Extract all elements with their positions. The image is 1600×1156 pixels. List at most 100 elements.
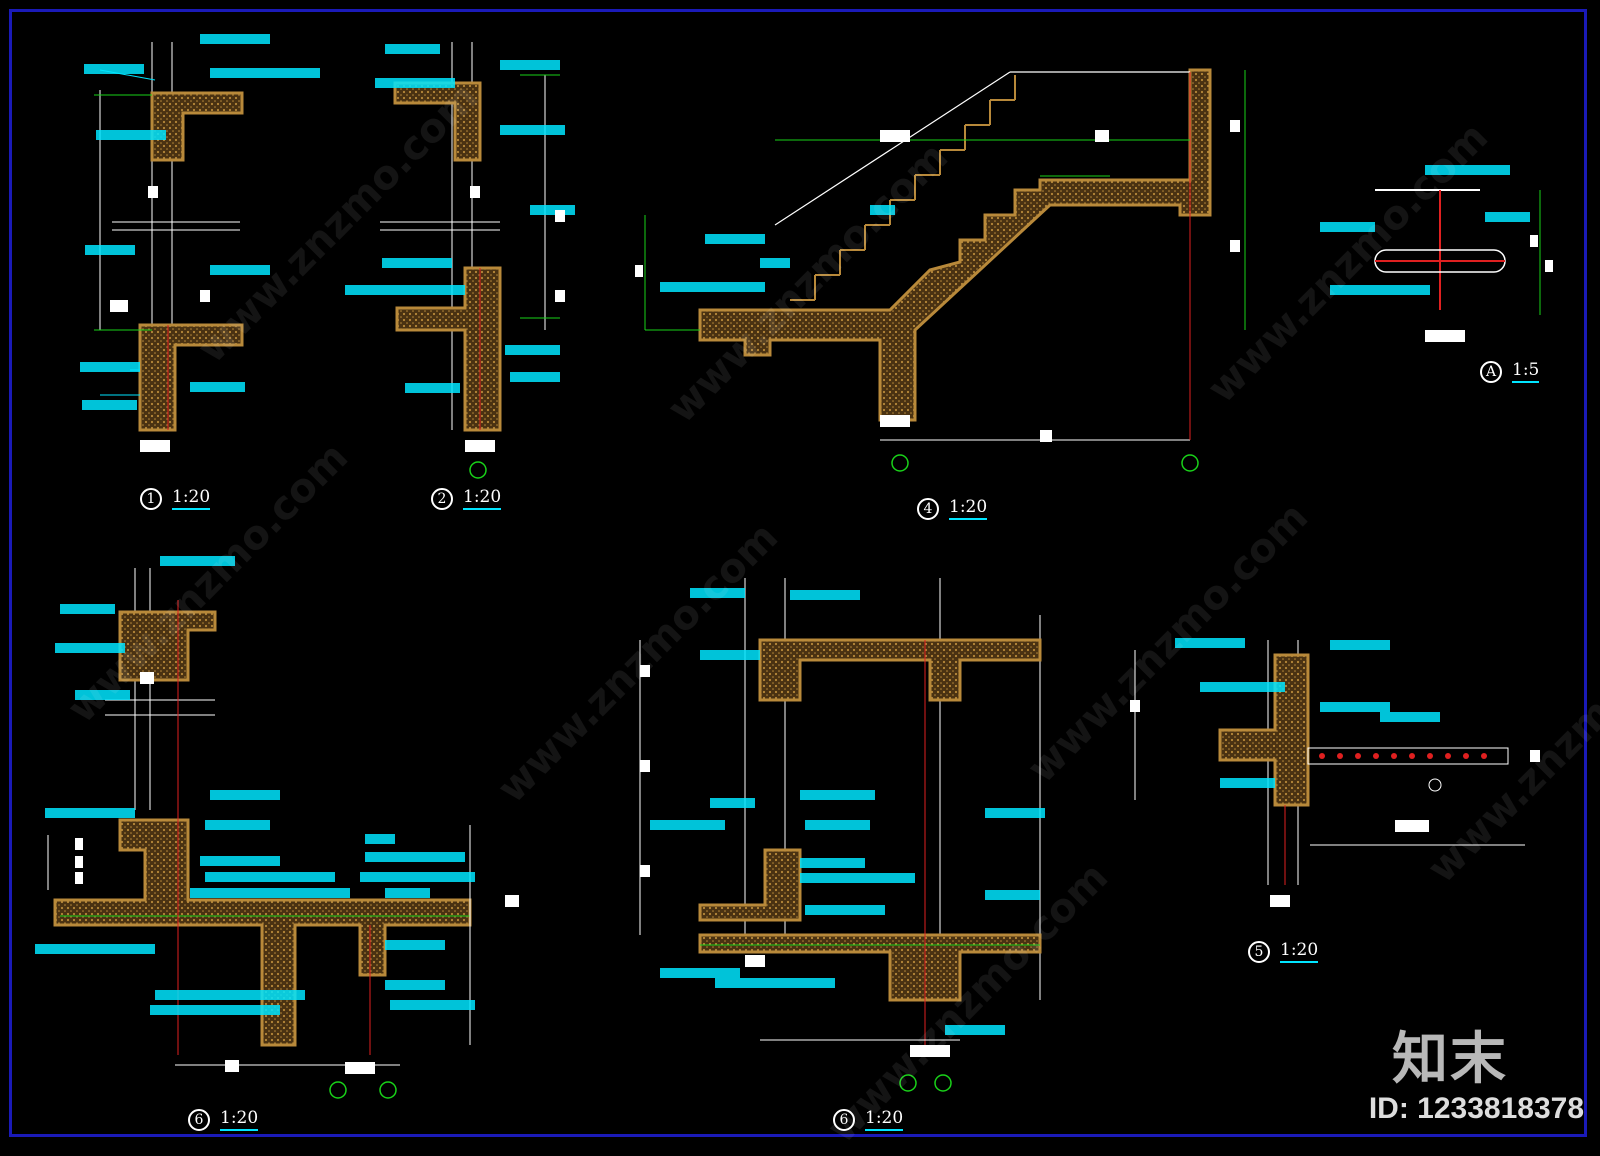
detail-number: 1 (140, 487, 162, 510)
note-text (505, 345, 560, 355)
axis-bubble-l (899, 1074, 917, 1092)
dimension-tag (75, 856, 83, 868)
note-text (360, 872, 475, 882)
note-text (1425, 165, 1510, 175)
note-text (1380, 712, 1440, 722)
dimension-tag (880, 415, 910, 427)
note-text (345, 285, 465, 295)
dimension-tag (910, 1045, 950, 1057)
concrete-stair (698, 68, 1212, 422)
rebar-dot (1355, 753, 1361, 759)
dimension-tag (640, 665, 650, 677)
note-text (390, 1000, 475, 1010)
dimension-tag (140, 440, 170, 452)
dimension-tag (140, 672, 154, 684)
concrete-beam (758, 638, 1042, 702)
note-text (530, 205, 575, 215)
note-text (82, 400, 137, 410)
detail-number: 4 (917, 497, 939, 520)
note-text (800, 790, 875, 800)
note-text (1320, 222, 1375, 232)
detail-title-a: A 1:5 (1480, 360, 1540, 383)
note-text (690, 588, 745, 598)
note-text (55, 643, 125, 653)
note-text (45, 808, 135, 818)
note-text (790, 590, 860, 600)
detail-title-1: 1 1:20 (140, 487, 211, 510)
dimension-tag (880, 130, 910, 142)
dimension-tag (1530, 235, 1538, 247)
detail-number: A (1480, 360, 1502, 383)
note-text (1320, 702, 1390, 712)
rebar-dot (1481, 753, 1487, 759)
detail-number: 6 (188, 1108, 210, 1131)
concrete-slab (698, 848, 802, 922)
dimension-tag (745, 955, 765, 967)
rebar-dot (1337, 753, 1343, 759)
dimension-tag (640, 760, 650, 772)
note-text (800, 873, 915, 883)
note-text (700, 650, 760, 660)
note-text (1175, 638, 1245, 648)
note-text (1200, 682, 1285, 692)
steel-panel (1307, 747, 1509, 765)
note-text (160, 556, 235, 566)
concrete-beam (138, 323, 244, 432)
dimension-tag (555, 290, 565, 302)
dimension-tag (1040, 430, 1052, 442)
note-text (500, 60, 560, 70)
dimension-tag (110, 300, 128, 312)
rebar-dot (1445, 753, 1451, 759)
note-text (650, 820, 725, 830)
note-text (985, 890, 1040, 900)
dimension-tag (640, 865, 650, 877)
rebar-dot (1319, 753, 1325, 759)
axis-bubble-15 (1181, 454, 1199, 472)
dimension-tag (1425, 330, 1465, 342)
note-text (710, 798, 755, 808)
dimension-tag (1230, 120, 1240, 132)
note-text (84, 64, 144, 74)
note-text (660, 282, 765, 292)
note-text (870, 205, 895, 215)
note-text (190, 888, 350, 898)
note-text (760, 258, 790, 268)
note-text (385, 44, 440, 54)
note-text (1485, 212, 1530, 222)
dimension-tag (1095, 130, 1109, 142)
note-text (1220, 778, 1275, 788)
detail-scale: 1:20 (1280, 940, 1319, 963)
dimension-tag (1230, 240, 1240, 252)
note-text (500, 125, 565, 135)
note-text (510, 372, 560, 382)
note-text (382, 258, 452, 268)
dimension-tag (75, 872, 83, 884)
detail-scale: 1:5 (1512, 360, 1540, 383)
note-text (75, 690, 130, 700)
detail-number: 2 (431, 487, 453, 510)
dimension-tag (225, 1060, 239, 1072)
drawing-id: ID: 1233818378 (1368, 1092, 1584, 1125)
detail-title-2: 2 1:20 (431, 487, 502, 510)
note-text (1330, 285, 1430, 295)
axis-bubble-24 (469, 461, 487, 479)
note-text (190, 382, 245, 392)
rebar-dot (1409, 753, 1415, 759)
note-text (200, 856, 280, 866)
axis-bubble-12 (891, 454, 909, 472)
rebar-dot (1391, 753, 1397, 759)
detail-title-5: 5 1:20 (1248, 940, 1319, 963)
note-text (210, 790, 280, 800)
note-text (805, 820, 870, 830)
note-text (210, 68, 320, 78)
dimension-tag (1270, 895, 1290, 907)
rebar-dot (1463, 753, 1469, 759)
dimension-tag (200, 290, 210, 302)
axis-bubble-m (934, 1074, 952, 1092)
note-text (205, 872, 335, 882)
detail-scale: 1:20 (172, 487, 211, 510)
concrete-beam (150, 91, 244, 162)
detail-number: 5 (1248, 940, 1270, 963)
note-text (385, 980, 445, 990)
